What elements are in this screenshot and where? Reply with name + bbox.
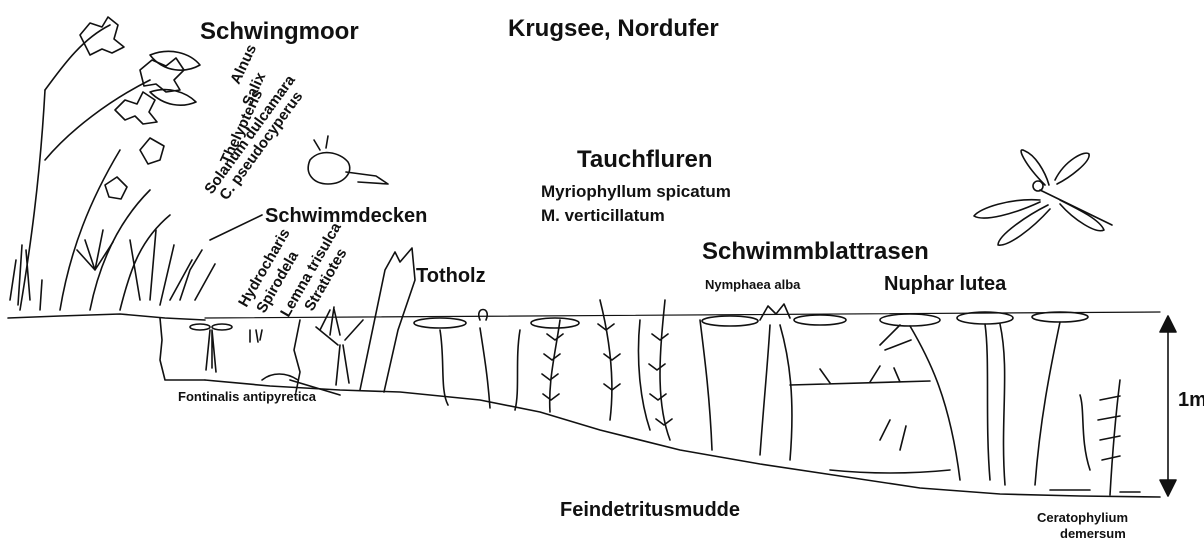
zone-label-schwingmoor: Schwingmoor (200, 20, 359, 44)
tauchfluren-plants (440, 300, 712, 450)
species-label-myriophyllum-verticillatum: M. verticillatum (541, 207, 665, 224)
ceratophyllum-plants (830, 380, 1140, 495)
species-label-ceratophyllum-1: Ceratophylium (1037, 511, 1128, 524)
lake-bottom-line (205, 380, 1160, 497)
depth-arrow (1160, 316, 1176, 496)
snail-drawing (308, 136, 388, 184)
species-label-nymphaea: Nymphaea alba (705, 278, 800, 291)
zone-label-tauchfluren: Tauchfluren (577, 148, 713, 172)
leader-line-schwimmdecken (210, 215, 262, 240)
species-label-nuphar: Nuphar lutea (884, 274, 1006, 294)
diagram-title: Krugsee, Nordufer (508, 17, 719, 41)
schwimmdecken-plants (190, 307, 363, 392)
species-label-fontinalis: Fontinalis antipyretica (178, 390, 316, 403)
zone-label-schwimmdecken: Schwimmdecken (265, 206, 427, 226)
schwimmblatt-leaves (414, 304, 1088, 485)
bank-edge (160, 318, 205, 380)
zone-label-feindetritusmudde: Feindetritusmudde (560, 500, 740, 520)
depth-scale-label: 1m (1178, 390, 1204, 410)
totholz-trunk (360, 248, 415, 392)
zone-label-totholz: Totholz (416, 266, 486, 286)
species-label-myriophyllum-spicatum: Myriophyllum spicatum (541, 183, 731, 200)
species-label-ceratophyllum-2: demersum (1060, 527, 1126, 540)
zone-label-schwimmblattrasen: Schwimmblattrasen (702, 240, 929, 264)
schwingmoor-vegetation (10, 17, 215, 310)
dragonfly-drawing (974, 150, 1112, 245)
bank-line (8, 314, 205, 320)
water-surface-line (205, 312, 1160, 318)
